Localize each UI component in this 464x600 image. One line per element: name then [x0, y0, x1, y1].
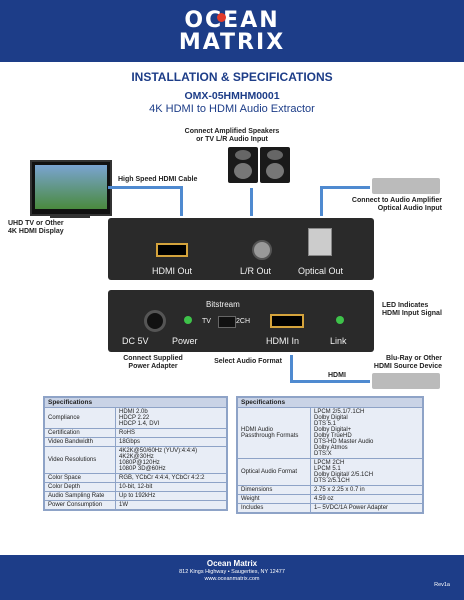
bluray-player-icon — [372, 373, 440, 389]
spec-label: Dimensions — [237, 485, 311, 495]
power-led — [184, 316, 192, 324]
speaker-arrow — [250, 188, 253, 216]
spec-label: Color Space — [44, 473, 116, 483]
spec-value: 1W — [115, 500, 227, 510]
footer-name: Ocean Matrix — [206, 559, 258, 568]
link-label: Link — [330, 336, 347, 346]
spec-label: Video Bandwidth — [44, 437, 116, 447]
amp-note: Connect to Audio Amplifier Optical Audio… — [351, 197, 442, 212]
spec-value: 10-bit, 12-bit — [115, 482, 227, 492]
device-bottom-panel: Bitstream TV 2CH DC 5V Power HDMI In Lin… — [108, 290, 374, 352]
hdmi-cable-arrow — [108, 186, 182, 189]
logo-line2: MATRIX — [178, 30, 286, 55]
footer-web-link[interactable]: www.oceanmatrix.com — [204, 576, 260, 582]
hdmi-in-port — [270, 314, 304, 328]
link-led — [336, 316, 344, 324]
spec-label: HDMI Audio Passthrough Formats — [237, 407, 311, 459]
specs-left-header: Specifications — [44, 397, 227, 408]
power-label: Power — [172, 336, 198, 346]
product-subtitle: 4K HDMI to HDMI Audio Extractor — [149, 103, 315, 115]
spec-value: 2.75 x 2.25 x 0.7 in — [310, 485, 423, 495]
header-banner: OCEAN MATRIX — [0, 0, 464, 62]
spec-value: RoHS — [115, 428, 227, 438]
audio-format-switch[interactable] — [218, 316, 236, 328]
tv-note: UHD TV or Other 4K HDMI Display — [8, 220, 64, 235]
speakers-note: Connect Amplified Speakers or TV L/R Aud… — [184, 128, 280, 143]
footer-address: 812 Kings Highway • Saugerties, NY 12477 — [179, 569, 285, 575]
device-top-panel: HDMI Out L/R Out Optical Out — [108, 218, 374, 280]
hdmi-in-label: HDMI In — [266, 336, 300, 346]
specs-right-header: Specifications — [237, 397, 423, 408]
power-note: Connect Supplied Power Adapter — [123, 355, 183, 370]
hdmi-out-port — [156, 243, 188, 257]
hdmi-out-label: HDMI Out — [152, 266, 193, 276]
specs-right-table: Specifications HDMI Audio Passthrough Fo… — [236, 396, 424, 514]
right-speaker-icon — [260, 147, 290, 183]
model-number: OMX-05HMHM0001 — [184, 90, 280, 102]
dc-jack — [144, 310, 166, 332]
source-note: Blu-Ray or Other HDMI Source Device — [373, 355, 442, 370]
spec-value: 4.59 oz — [310, 494, 423, 504]
left-speaker-icon — [228, 147, 258, 183]
led-note: LED Indicates HDMI Input Signal — [382, 302, 442, 317]
lr-out-label: L/R Out — [240, 266, 272, 276]
spec-label: Color Depth — [44, 482, 116, 492]
optical-out-label: Optical Out — [298, 266, 344, 276]
cable-note: High Speed HDMI Cable — [118, 176, 198, 183]
spec-value: LPCM 2/5.1/7.1CH Dolby Digital DTS 5.1 D… — [310, 407, 423, 459]
spec-label: Certification — [44, 428, 116, 438]
dc-label: DC 5V — [122, 336, 149, 346]
spec-value: 18Gbps — [115, 437, 227, 447]
logo-dot-icon — [217, 13, 226, 22]
spec-label: Weight — [237, 494, 311, 504]
format-note: Select Audio Format — [214, 358, 282, 365]
switch-tv-label: TV — [202, 318, 211, 325]
spec-label: Video Resolutions — [44, 446, 116, 474]
spec-label: Power Consumption — [44, 500, 116, 510]
logo-line1: OCEAN — [184, 8, 280, 33]
bitstream-label: Bitstream — [206, 300, 240, 309]
optical-out-port — [308, 228, 332, 256]
spec-label: Compliance — [44, 407, 116, 429]
spec-value: LPCM 2CH LPCM 5.1 Dolby Digital/ 2/5.1CH… — [310, 458, 423, 486]
spec-value: RGB, YCbCr 4:4:4, YCbCr 4:2:2 — [115, 473, 227, 483]
footer-revision: Rev1a — [434, 582, 450, 588]
spec-value: 4K2K@50/60Hz (YUV):4:4:4) 4K2K@30Hz 1080… — [115, 446, 227, 474]
tv-display-icon — [30, 160, 112, 216]
source-arrow — [290, 355, 293, 383]
hdmi-note: HDMI — [328, 372, 346, 379]
footer: Ocean Matrix 812 Kings Highway • Saugert… — [0, 555, 464, 600]
lr-out-jack — [252, 240, 272, 260]
optical-arrow — [320, 186, 323, 216]
spec-value: 1– 5VDC/1A Power Adapter — [310, 503, 423, 513]
amplifier-icon — [372, 178, 440, 194]
switch-2ch-label: 2CH — [236, 318, 251, 325]
spec-value: HDMI 2.0b HDCP 2.22 HDCP 1.4, DVI — [115, 407, 227, 429]
page-title: INSTALLATION & SPECIFICATIONS — [131, 70, 333, 84]
spec-value: Up to 192kHz — [115, 491, 227, 501]
spec-label: Optical Audio Format — [237, 458, 311, 486]
spec-label: Includes — [237, 503, 311, 513]
spec-label: Audio Sampling Rate — [44, 491, 116, 501]
